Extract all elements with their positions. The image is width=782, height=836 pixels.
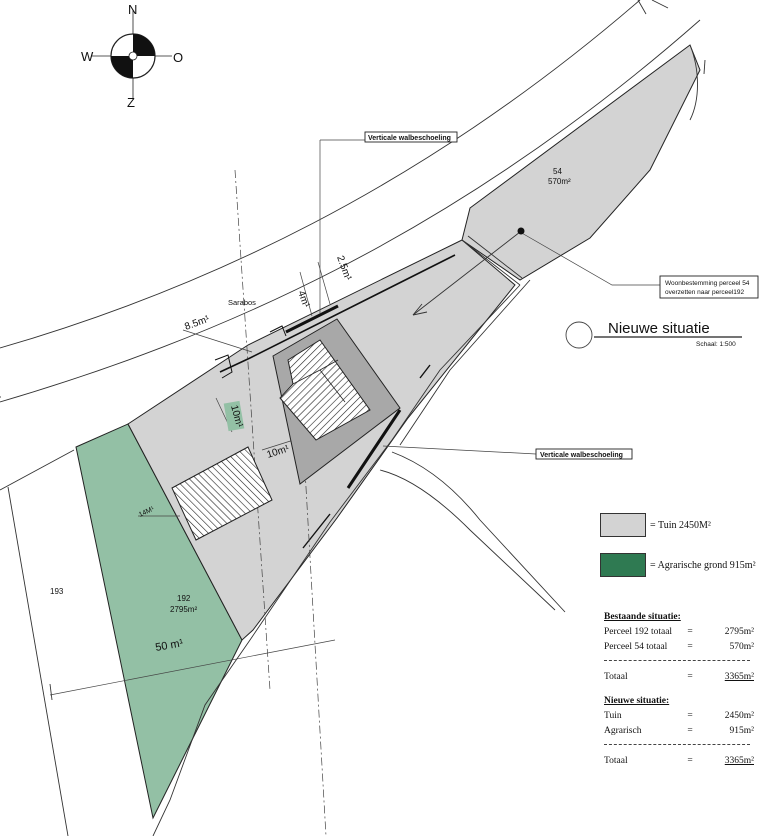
parcel-54-area: 570m² (548, 177, 571, 186)
building-shed (171, 446, 273, 541)
cell-eq: = (687, 710, 693, 721)
dim-8-5: 8.5m¹ (183, 314, 211, 333)
table-row-total: Totaal = 3365m² (604, 669, 754, 684)
compass-north: N (128, 2, 137, 17)
parcel-192-number: 192 (177, 594, 191, 603)
parcel-192-area: 2795m² (170, 605, 197, 614)
dim-10a-badge (223, 400, 245, 432)
cell-eq: = (687, 641, 693, 652)
transfer-arrow (412, 231, 521, 316)
legend-row-agrarisch: = Agrarische grond 915m² (600, 552, 770, 578)
cell-value: 570m² (729, 641, 755, 652)
cell-label: Agrarisch (604, 725, 642, 736)
compass-west: W (81, 49, 94, 64)
title-circle (565, 321, 593, 349)
woon-marker (517, 227, 525, 235)
cell-value: 2795m² (724, 626, 754, 637)
dim-50: 50 m¹ (154, 637, 184, 654)
cell-value: 3365m² (724, 671, 754, 682)
table-row: Agrarisch = 915m² (604, 723, 754, 738)
table-row: Tuin = 2450m² (604, 708, 754, 723)
nieuwe-title: Nieuwe situatie: (604, 696, 670, 706)
callout-box-wall-mid (535, 448, 633, 460)
dim-2-5: 2.5m¹ (334, 254, 353, 282)
north-arrow-icon (92, 10, 172, 98)
parcel-54-number: 54 (553, 167, 562, 176)
divider (604, 660, 750, 661)
bestaande-title: Bestaande situatie: (604, 612, 681, 622)
callout-box-wall-top (364, 131, 458, 143)
cell-eq: = (687, 725, 693, 736)
walbeschoeling-walls (214, 254, 456, 549)
table-row: Perceel 192 totaal = 2795m² (604, 624, 754, 639)
legend-tuin-label: = Tuin 2450M² (650, 519, 711, 531)
compass-east: O (173, 50, 183, 65)
area-table: Bestaande situatie: Perceel 192 totaal =… (604, 612, 754, 768)
legend-swatch-agrarisch (600, 553, 646, 577)
edge-lines (152, 44, 706, 836)
parcel-193-number: 193 (50, 587, 64, 596)
legend: = Tuin 2450M² = Agrarische grond 915m² (600, 512, 770, 592)
parcel-193-lines (7, 486, 69, 836)
cell-label: Totaal (604, 755, 628, 766)
legend-agr-label: = Agrarische grond 915m² (650, 559, 756, 571)
callout-wall-top: Verticale walbeschoeling (368, 135, 451, 142)
callout-wall-mid: Verticale walbeschoeling (540, 452, 623, 459)
cell-value: 2450m² (724, 710, 754, 721)
callout-box-woon (659, 275, 759, 299)
callout-woon-1: Woonbestemming perceel 54 (665, 280, 750, 287)
cell-eq: = (687, 755, 693, 766)
legend-row-tuin: = Tuin 2450M² (600, 512, 770, 538)
road-lines (0, 0, 701, 491)
cell-label: Totaal (604, 671, 628, 682)
parcel-54-area (461, 44, 701, 281)
cell-eq: = (687, 671, 693, 682)
compass-south: Z (127, 95, 135, 110)
title: Nieuwe situatie (608, 320, 710, 337)
cell-label: Tuin (604, 710, 622, 721)
cell-eq: = (687, 626, 693, 637)
cell-label: Perceel 192 totaal (604, 626, 673, 637)
legend-swatch-tuin (600, 513, 646, 537)
table-row-total: Totaal = 3365m² (604, 753, 754, 768)
table-row: Perceel 54 totaal = 570m² (604, 639, 754, 654)
cell-value: 915m² (729, 725, 755, 736)
callout-woon-2: overzetten naar perceel192 (665, 289, 745, 296)
scale: Schaal: 1:500 (696, 341, 736, 348)
building-main-ridge (292, 359, 346, 403)
divider (604, 744, 750, 745)
cell-value: 3365m² (724, 755, 754, 766)
cell-label: Perceel 54 totaal (604, 641, 668, 652)
sarabos-label: Sarabos (228, 298, 256, 307)
dimension-lines (49, 139, 660, 836)
